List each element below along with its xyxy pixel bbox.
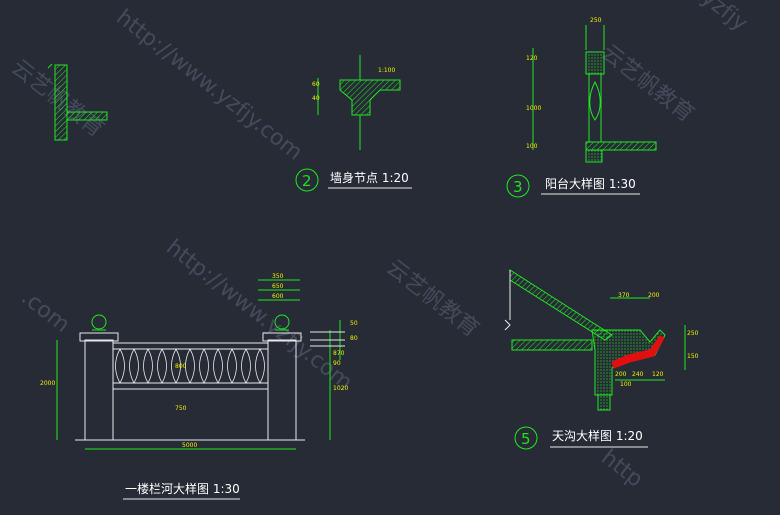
railing-dim-80: 80	[350, 335, 358, 342]
watermark-brand-3: 云艺帆教育	[596, 40, 698, 127]
watermark-url-2: http://www.yzfjy.com	[161, 235, 357, 395]
gutter-dim-250: 250	[687, 330, 699, 337]
detail-3-balcony: 250 120 1000 100 3 阳台大样图 1:30	[506, 17, 657, 198]
gutter-dim-120: 120	[652, 371, 664, 378]
detail-2-dim-2: 40	[312, 95, 320, 102]
railing-dim-750: 750	[175, 405, 187, 412]
railing-dim-600: 600	[272, 293, 284, 300]
railing-dim-90: 90	[333, 360, 341, 367]
railing-dim-5000: 5000	[182, 442, 197, 449]
gutter-dim-200b: 200	[615, 371, 627, 378]
detail-4-title: 一楼栏河大样图 1:30	[125, 481, 240, 496]
detail-wall-corner	[47, 63, 108, 141]
watermark-url-1: http://www.yzfjy.com	[111, 5, 307, 165]
detail-3-number: 3	[513, 178, 523, 196]
railing-dim-1020: 1020	[333, 385, 348, 392]
railing-dim-650: 650	[272, 283, 284, 290]
gutter-dim-200: 200	[648, 292, 660, 299]
detail-5-number: 5	[521, 430, 531, 448]
watermark-fragment-1: yzfjy	[696, 0, 752, 36]
railing-dim-50: 50	[350, 320, 358, 327]
detail-3-dim-1: 250	[590, 17, 602, 24]
detail-2-number-circle	[295, 168, 319, 192]
watermark-fragment-3: .com	[16, 285, 74, 338]
railing-dim-870: 870	[333, 350, 345, 357]
detail-5-number-circle	[514, 426, 538, 450]
detail-3-dim-4: 100	[526, 143, 538, 150]
detail-3-title: 阳台大样图 1:30	[545, 176, 636, 191]
detail-3-dim-2: 120	[526, 55, 538, 62]
watermark-fragment-2: http	[596, 445, 647, 493]
detail-5-gutter: 370 200 250 150 200 240 120 100 5 天沟大样图 …	[504, 269, 699, 450]
railing-dim-800: 800	[175, 363, 187, 370]
gutter-dim-370: 370	[618, 292, 630, 299]
railing-dim-350: 350	[272, 273, 284, 280]
gutter-dim-240: 240	[632, 371, 644, 378]
gutter-dim-100: 100	[620, 381, 632, 388]
watermark-brand-2: 云艺帆教育	[381, 255, 483, 342]
detail-3-number-circle	[506, 174, 530, 198]
detail-2-wall-node: 60 40 1:100 2 墙身节点 1:20	[295, 55, 412, 192]
detail-2-dim-1: 60	[312, 81, 320, 88]
detail-3-dim-3: 1000	[526, 105, 541, 112]
detail-4-railing: 350 650 600 50 80 2000 870 90 1020 800 7…	[40, 273, 358, 500]
detail-2-dim-3: 1:100	[378, 67, 395, 74]
railing-dim-2000: 2000	[40, 380, 55, 387]
detail-2-number: 2	[302, 172, 312, 190]
detail-2-title: 墙身节点 1:20	[330, 170, 409, 185]
detail-5-title: 天沟大样图 1:20	[552, 428, 643, 443]
gutter-dim-150: 150	[687, 353, 699, 360]
